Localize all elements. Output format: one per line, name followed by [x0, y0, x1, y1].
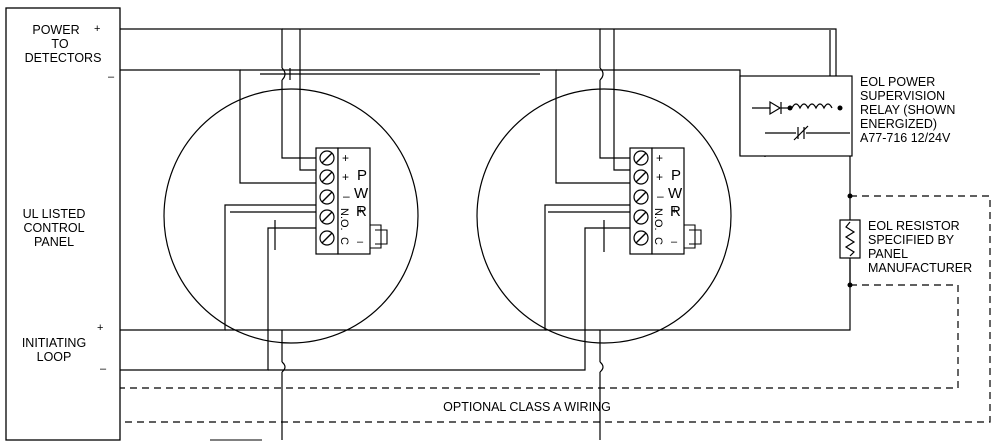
resistor-label-line2: SPECIFIED BY	[868, 233, 955, 247]
detector-2-label-block	[651, 147, 685, 255]
loop-plus-sign: +	[97, 322, 103, 334]
panel-label-line3: PANEL	[34, 235, 74, 249]
terminal-sign-c: C	[338, 237, 350, 245]
detector1-c-end	[274, 220, 605, 252]
pwr-letter-w: W	[668, 185, 683, 202]
terminal-sign-neg: –	[343, 189, 350, 203]
loop-label-line1: INITIATING	[22, 336, 86, 350]
relay-label-line3: RELAY (SHOWN	[860, 103, 955, 117]
pwr-letter-r: R	[670, 203, 681, 220]
relay-label-line4: ENERGIZED)	[860, 117, 937, 131]
loop-to-resistor	[545, 260, 851, 331]
terminal-sign-pos2: +	[342, 170, 349, 184]
power-label-line1: POWER	[32, 23, 79, 37]
power-loop-2	[299, 29, 318, 171]
power-loop-3	[613, 29, 632, 171]
loop-minus-sign: –	[100, 363, 107, 375]
terminal-sign-c: C	[652, 237, 664, 245]
power-minus-sign: –	[108, 71, 115, 83]
relay-minus: –	[357, 236, 364, 248]
terminal-sign-no: N.O.	[652, 208, 664, 231]
detector-1-circle	[163, 88, 419, 344]
relay-label-line5: A77-716 12/24V	[860, 131, 951, 145]
eol-relay: EOL POWER SUPERVISION RELAY (SHOWN ENERG…	[739, 75, 955, 157]
pwr-letter-w: W	[354, 185, 369, 202]
detector-bridge-upper	[260, 68, 540, 80]
detector-2: + + – N.O. C P W R + –	[476, 88, 732, 344]
relay-minus: –	[671, 236, 678, 248]
pwr-letter-r: R	[356, 203, 367, 220]
detector-1: + + – N.O. C P W R + –	[163, 88, 419, 344]
relay-plus: +	[357, 205, 363, 217]
detector-1-connector	[370, 224, 388, 249]
eol-relay-box	[739, 75, 853, 157]
terminal-sign-neg: –	[657, 189, 664, 203]
relay-diode-icon	[752, 100, 790, 116]
crossover-hump	[281, 67, 286, 81]
detector1-no-wire	[120, 204, 318, 331]
optional-wire-lower	[120, 284, 959, 389]
control-panel-box	[5, 7, 121, 441]
crossovers	[281, 67, 604, 373]
power-positive-wire	[120, 28, 318, 159]
detector-2-circle	[476, 88, 732, 344]
optional-wire-upper	[120, 195, 991, 423]
crossover-hump	[599, 361, 604, 373]
relay-contact-icon	[765, 125, 850, 141]
terminal-sign-pos1: +	[342, 151, 349, 165]
control-panel: POWER TO DETECTORS + – UL LISTED CONTROL…	[5, 7, 262, 441]
loop-label-line2: LOOP	[37, 350, 72, 364]
relay-node	[787, 105, 793, 111]
optional-wiring-label: OPTIONAL CLASS A WIRING	[443, 400, 611, 414]
resistor-label-line4: MANUFACTURER	[868, 261, 972, 275]
detector1-c-wire	[120, 227, 318, 371]
resistor-label-line3: PANEL	[868, 247, 908, 261]
crossover-hump	[599, 67, 604, 81]
panel-label-line2: CONTROL	[23, 221, 84, 235]
relay-plus: +	[671, 205, 677, 217]
terminal-sign-no: N.O.	[338, 208, 350, 231]
detector-bridge-lower-c	[268, 227, 632, 371]
power-positive-jumper-1	[282, 28, 632, 159]
terminal-sign-pos1: +	[656, 151, 663, 165]
relay-coil-icon	[791, 103, 833, 110]
panel-label-line1: UL LISTED	[23, 207, 86, 221]
power-label-line3: DETECTORS	[25, 51, 102, 65]
resistor-zigzag-icon	[844, 221, 856, 257]
detector-1-label-block	[337, 147, 371, 255]
power-plus-sign: +	[94, 23, 100, 35]
crossover-hump	[281, 361, 286, 373]
resistor-label-line1: EOL RESISTOR	[868, 219, 960, 233]
optional-class-a-wiring	[120, 195, 991, 423]
detector-bridge-lower	[225, 204, 632, 331]
relay-label-line1: EOL POWER	[860, 75, 935, 89]
power-negative-jumper	[240, 69, 632, 184]
power-label-line2: TO	[51, 37, 68, 51]
pwr-letter-p: P	[357, 167, 367, 184]
detector-2-connector	[684, 224, 702, 249]
pwr-letter-p: P	[671, 167, 681, 184]
relay-label-line2: SUPERVISION	[860, 89, 945, 103]
power-negative-wire	[120, 69, 318, 184]
terminal-sign-pos2: +	[656, 170, 663, 184]
relay-node	[837, 105, 843, 111]
eol-resistor: EOL RESISTOR SPECIFIED BY PANEL MANUFACT…	[839, 193, 972, 288]
